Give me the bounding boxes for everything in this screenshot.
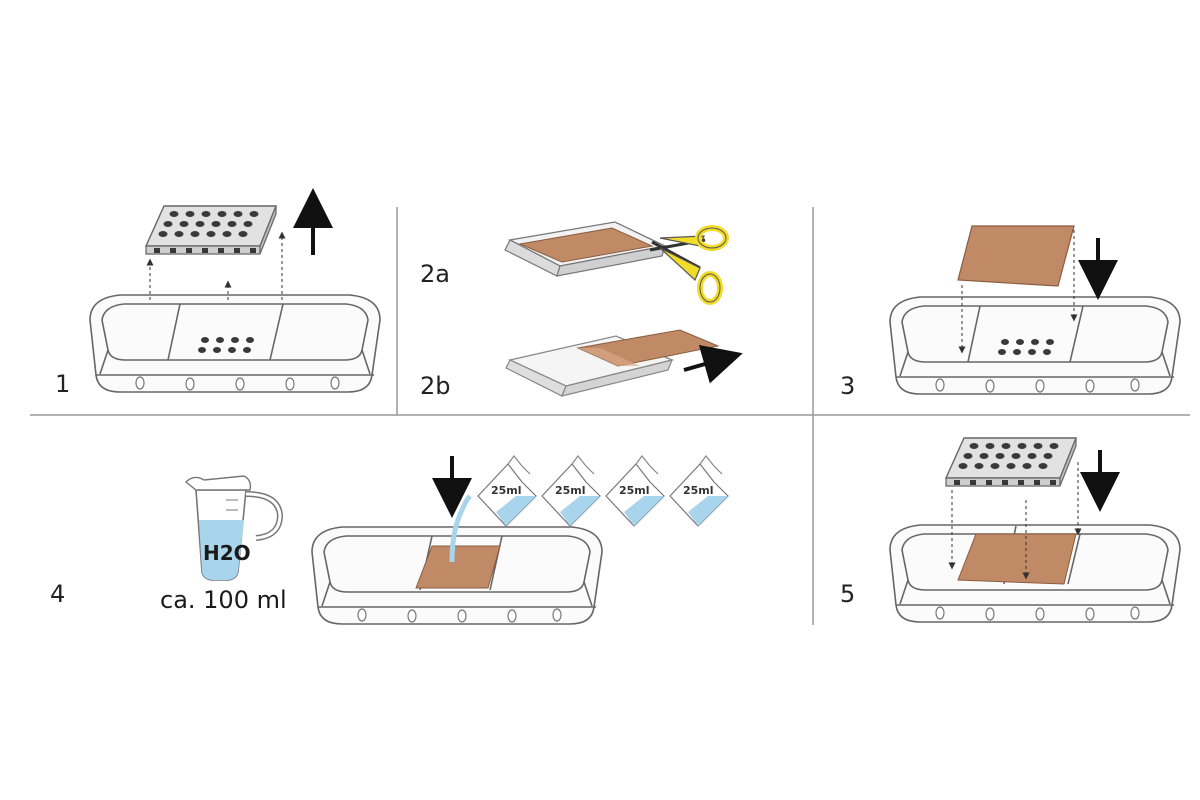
step-number: 4 [50, 580, 65, 608]
sachet-label: 25ml [555, 484, 586, 497]
grid-plate [945, 437, 1077, 487]
tray-dividers [967, 305, 1084, 363]
water-label: H2O [203, 541, 251, 565]
tray-holes [198, 337, 254, 353]
panel-step-1: 1 [55, 188, 381, 398]
panel-step-2: 2a 2b [420, 221, 743, 400]
substrate-sheet [415, 545, 501, 589]
sachet-label: 25ml [491, 484, 522, 497]
panel-step-4: 4 H2O ca. 100 ml 25ml 25ml 25ml [50, 455, 729, 625]
substrate-sheet-peel [505, 329, 720, 397]
sachets: 25ml 25ml 25ml 25ml [477, 455, 729, 527]
pull-arrow-icon [683, 344, 743, 384]
panel-dividers [30, 207, 1190, 625]
volume-caption: ca. 100 ml [160, 586, 287, 614]
step-number: 2b [420, 372, 451, 400]
tray-dividers [167, 303, 284, 361]
step-number: 3 [840, 372, 855, 400]
grid-plate [145, 205, 277, 255]
sachet-label: 25ml [683, 484, 714, 497]
substrate-sheet [957, 225, 1075, 287]
measuring-jug-icon [184, 475, 284, 581]
substrate-sheet-cut [504, 221, 668, 277]
step-number: 5 [840, 580, 855, 608]
tray [89, 294, 381, 393]
tray-holes [998, 339, 1054, 355]
scissors-icon [649, 225, 729, 305]
substrate-sheet [957, 533, 1077, 585]
panel-step-3: 3 [840, 225, 1181, 400]
panel-step-5: 5 [840, 437, 1181, 623]
sachet-label: 25ml [619, 484, 650, 497]
step-number: 2a [420, 260, 450, 288]
step-number: 1 [55, 370, 70, 398]
tray [889, 296, 1181, 395]
